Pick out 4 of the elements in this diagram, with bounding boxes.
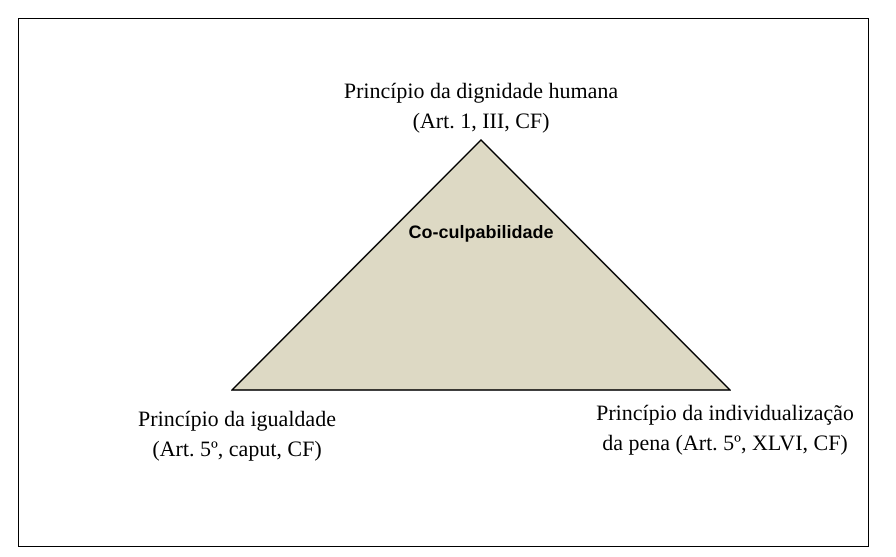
triangle-label: Co-culpabilidade — [408, 222, 554, 244]
vertex-label: Princípio da igualdade (Art. 5º, caput, CF) — [137, 405, 337, 463]
vertex-label: Princípio da dignidade humana (Art. 1, III, CF) — [342, 77, 620, 135]
vertex-label: Princípio da individualização da pena (Art. 5º, XLVI, CF) — [595, 399, 855, 457]
